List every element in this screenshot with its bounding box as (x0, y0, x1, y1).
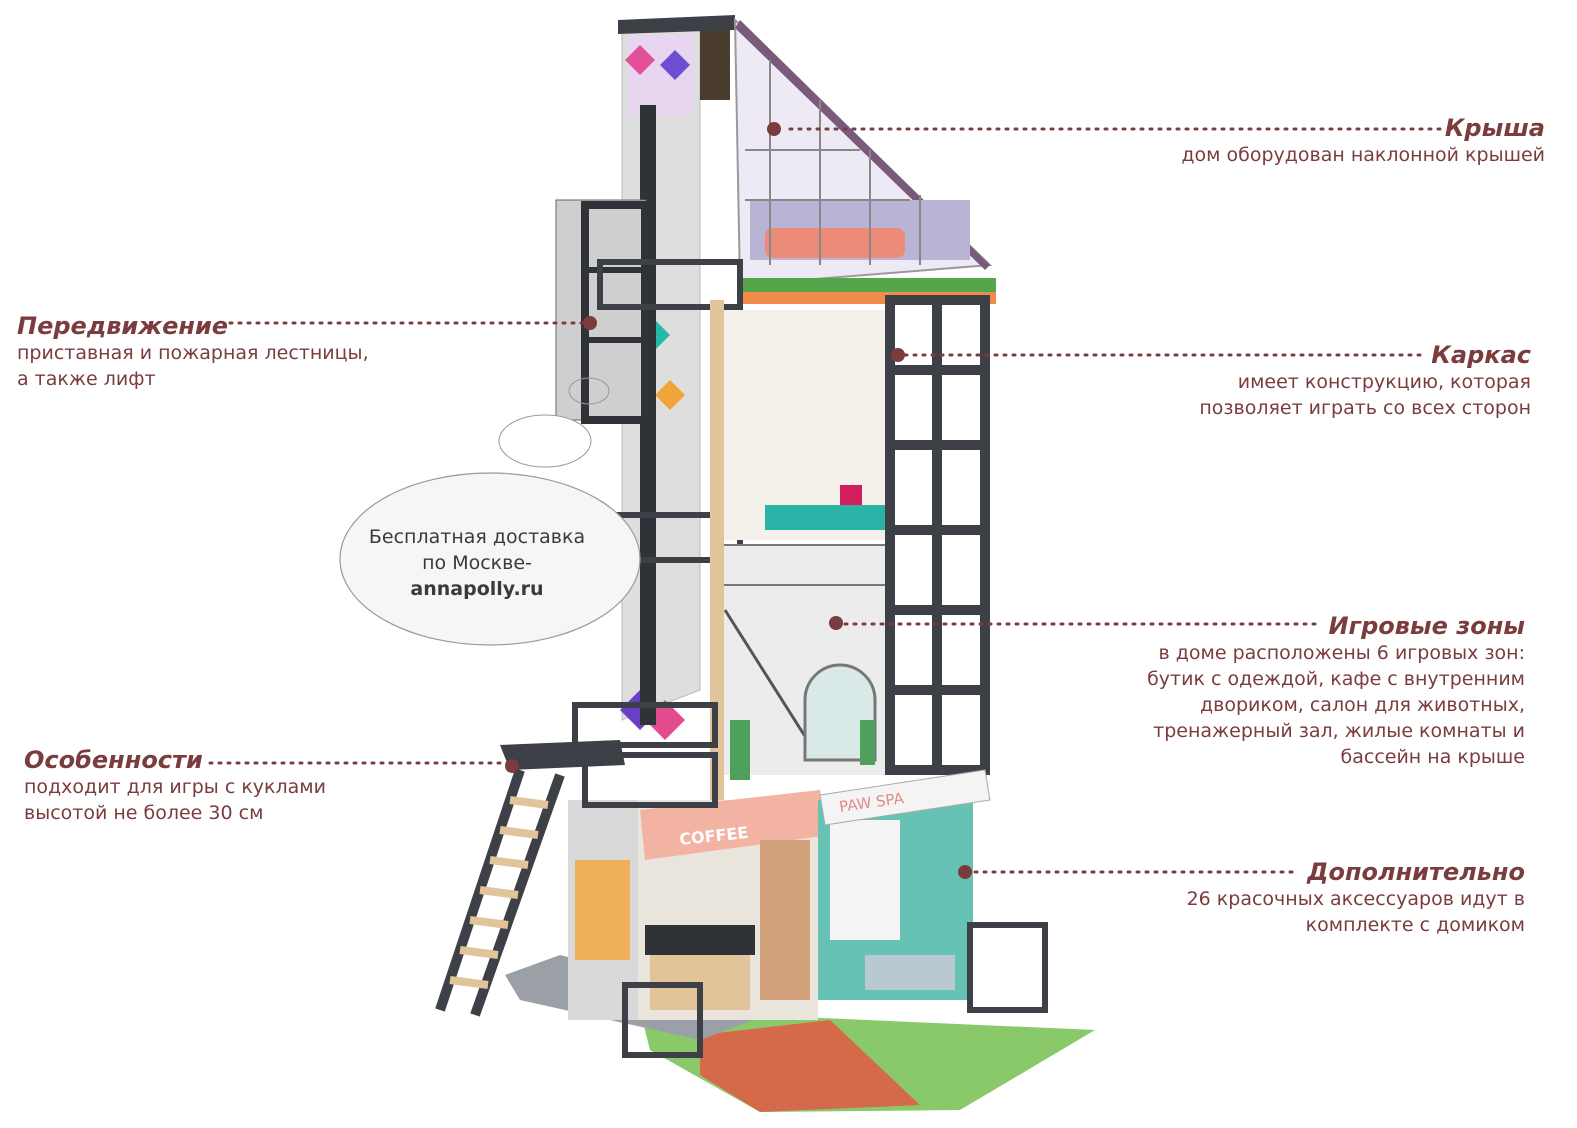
callout-movement-desc-1: приставная и пожарная лестницы, (17, 342, 369, 364)
callout-frame-title: Каркас (1431, 341, 1531, 369)
promo-bubble (339, 472, 641, 646)
callout-extra: Дополнительно 26 красочных аксессуаров и… (1187, 858, 1525, 938)
promo-line-2: по Москве- (422, 552, 532, 574)
callout-frame-desc-1: имеет конструкцию, которая (1237, 371, 1531, 393)
callout-roof-desc: дом оборудован наклонной крышей (1181, 144, 1545, 166)
leader-lines (208, 127, 1447, 874)
ladder (435, 768, 565, 1017)
callout-movement-desc-2: а также лифт (17, 368, 156, 390)
callout-features-desc-1: подходит для игры с куклами (24, 776, 326, 798)
promo-line-1: Бесплатная доставка (368, 526, 586, 548)
callout-play-zones-title: Игровые зоны (1328, 612, 1525, 640)
callout-play-zones-desc-1: в доме расположены 6 игровых зон: (1158, 642, 1525, 664)
callout-frame-desc-2: позволяет играть со всех сторон (1199, 397, 1531, 419)
callout-play-zones: Игровые зоны в доме расположены 6 игровы… (1147, 612, 1525, 770)
callout-play-zones-desc-4: тренажерный зал, жилые комнаты и (1153, 720, 1525, 742)
callout-dots (505, 122, 972, 879)
brick-patio (700, 1020, 920, 1112)
promo-site-link[interactable]: annapolly.ru (342, 576, 612, 602)
callout-play-zones-desc-2: бутик с одеждой, кафе с внутренним (1147, 668, 1525, 690)
callout-features-title: Особенности (24, 746, 203, 774)
callout-extra-title: Дополнительно (1307, 858, 1525, 886)
frame-scaffold (885, 295, 990, 775)
callout-play-zones-desc-3: двориком, салон для животных, (1199, 694, 1525, 716)
callout-play-zones-desc-5: бассейн на крыше (1340, 746, 1525, 768)
promo-site[interactable]: annapolly.ru (410, 578, 544, 600)
callout-extra-desc-1: 26 красочных аксессуаров идут в (1186, 888, 1525, 910)
callout-extra-desc-2: комплекте с домиком (1305, 914, 1525, 936)
callout-features: Особенности подходит для игры с куклами … (24, 746, 326, 826)
promo-text: Бесплатная доставка по Москве- annapolly… (342, 524, 612, 602)
callout-movement-title: Передвижение (17, 312, 229, 340)
callout-roof: Крыша дом оборудован наклонной крышей (1181, 114, 1545, 168)
callout-roof-title: Крыша (1444, 114, 1545, 142)
callout-features-desc-2: высотой не более 30 см (24, 802, 264, 824)
callout-frame: Каркас имеет конструкцию, которая позвол… (1199, 341, 1531, 421)
callout-movement: Передвижение приставная и пожарная лестн… (17, 312, 369, 392)
